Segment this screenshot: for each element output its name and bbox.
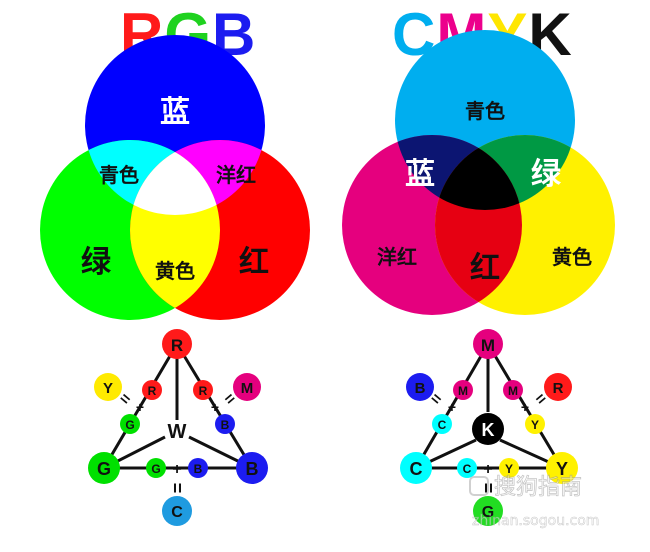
cmyk-out-bottom bbox=[473, 496, 503, 526]
cmyk-label-magenta: 洋红 bbox=[377, 245, 417, 269]
rgb-inner-bottom-right-label: B bbox=[194, 462, 203, 476]
cmyk-node-right-label: Y bbox=[556, 459, 568, 479]
rgb-out-left-label: Y bbox=[103, 380, 113, 397]
rgb-inner-left-top bbox=[120, 414, 140, 434]
cmyk-node-top-label: M bbox=[481, 336, 495, 355]
cmyk-inner-bottom-right bbox=[499, 458, 519, 478]
rgb-inner-bottom-left-label: G bbox=[151, 462, 160, 476]
rgb-label-magenta: 洋红 bbox=[216, 163, 256, 187]
cmyk-inner-bottom-right-label: Y bbox=[505, 462, 513, 476]
cmyk-label-red: 红 bbox=[470, 251, 500, 286]
cmyk-inner-right-top bbox=[525, 414, 545, 434]
cmyk-inner-left-top bbox=[432, 414, 452, 434]
cmyk-inner-top-left-label: M bbox=[458, 384, 468, 398]
cmyk-out-right bbox=[544, 373, 572, 401]
rgb-out-right-label: M bbox=[241, 380, 254, 397]
cmyk-plus-left: + bbox=[448, 399, 456, 415]
rgb-plus-bottom: + bbox=[172, 461, 181, 478]
cmyk-node-left-label: C bbox=[410, 459, 423, 479]
rgb-inner-top-left-label: R bbox=[148, 384, 157, 398]
cmyk-out-bottom-label: G bbox=[482, 504, 494, 521]
rgb-inner-bottom-left bbox=[146, 458, 166, 478]
rgb-equals-bottom: = bbox=[167, 483, 187, 494]
cmyk-node-top bbox=[473, 329, 503, 359]
cmyk-label-cyan: 青色 bbox=[465, 99, 505, 123]
rgb-label-yellow: 黄色 bbox=[155, 259, 195, 283]
rgb-node-left bbox=[88, 452, 120, 484]
rgb-node-top-label: R bbox=[171, 336, 183, 355]
cmyk-out-left bbox=[406, 373, 434, 401]
cmyk-black-center bbox=[435, 135, 522, 210]
rgb-inner-right-top bbox=[215, 414, 235, 434]
rgb-triangle-outline bbox=[101, 341, 255, 470]
cmyk-inner-right-top-label: Y bbox=[531, 418, 539, 432]
rgb-title: RGB bbox=[120, 2, 256, 68]
cmyk-inner-top-right bbox=[503, 380, 523, 400]
cmyk-node-left bbox=[400, 452, 432, 484]
cmyk-plus-bottom: + bbox=[483, 461, 492, 478]
cmyk-label-green: 绿 bbox=[531, 157, 562, 192]
rgb-out-bottom-label: C bbox=[171, 504, 183, 521]
cmyk-plus-right: + bbox=[521, 399, 529, 415]
cmyk-triangle-outline bbox=[413, 341, 565, 470]
cmyk-center-k bbox=[472, 413, 504, 445]
rgb-label-cyan: 青色 bbox=[99, 163, 139, 187]
rgb-inner-right-top-label: B bbox=[221, 418, 230, 432]
rgb-triangle: W R G B R R G B G B + = C + = Y + = M bbox=[88, 329, 268, 526]
rgb-inner-top-right-label: R bbox=[199, 384, 208, 398]
watermark-text: 搜狗指南 bbox=[494, 475, 582, 500]
rgb-node-right-label: B bbox=[246, 459, 259, 479]
rgb-inner-top-right bbox=[193, 380, 213, 400]
rgb-node-right bbox=[236, 452, 268, 484]
cmyk-out-right-label: R bbox=[553, 380, 564, 397]
cmyk-label-blue: 蓝 bbox=[405, 157, 435, 192]
rgb-out-right bbox=[233, 373, 261, 401]
rgb-label-red: 红 bbox=[239, 245, 269, 280]
cmyk-center-k-label: K bbox=[482, 420, 495, 440]
watermark-url: zhinan.sogou.com bbox=[472, 513, 599, 529]
cmyk-node-right bbox=[546, 452, 578, 484]
cmyk-venn: 青色 蓝 绿 洋红 红 黄色 bbox=[342, 30, 615, 315]
rgb-inner-left-top-label: G bbox=[125, 418, 134, 432]
rgb-label-blue: 蓝 bbox=[160, 95, 190, 130]
cmyk-inner-top-right-label: M bbox=[508, 384, 518, 398]
cmyk-out-left-label: B bbox=[415, 380, 426, 397]
rgb-inner-top-left bbox=[142, 380, 162, 400]
cmyk-inner-left-top-label: C bbox=[438, 418, 447, 432]
rgb-venn: 蓝 青色 洋红 绿 黄色 红 bbox=[40, 35, 310, 320]
rgb-node-top bbox=[162, 329, 192, 359]
rgb-inner-bottom-right bbox=[188, 458, 208, 478]
rgb-label-green: 绿 bbox=[81, 245, 112, 280]
rgb-plus-right: + bbox=[211, 399, 219, 415]
watermark: 搜狗指南 zhinan.sogou.com bbox=[469, 475, 600, 529]
cmyk-inner-top-left bbox=[453, 380, 473, 400]
rgb-out-bottom bbox=[162, 496, 192, 526]
rgb-white-center bbox=[130, 140, 220, 215]
rgb-plus-left: + bbox=[136, 399, 144, 415]
cmyk-inner-bottom-left-label: C bbox=[463, 462, 472, 476]
watermark-logo-icon bbox=[469, 476, 489, 496]
cmyk-inner-bottom-left bbox=[457, 458, 477, 478]
cmyk-label-yellow: 黄色 bbox=[552, 245, 592, 269]
rgb-center-w: W bbox=[168, 421, 187, 443]
rgb-node-left-label: G bbox=[97, 459, 111, 479]
rgb-out-left bbox=[94, 373, 122, 401]
